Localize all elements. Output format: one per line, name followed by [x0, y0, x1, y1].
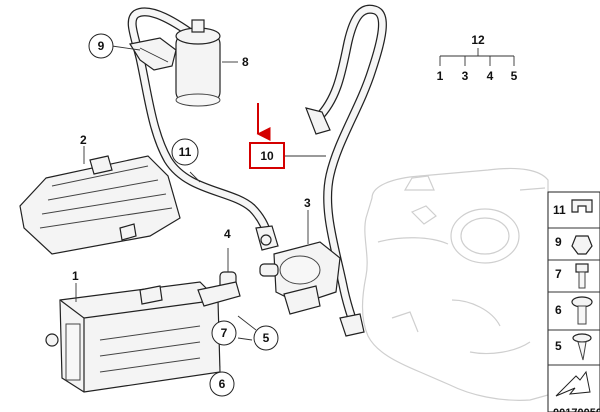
- heat-shield-2: [19, 155, 181, 255]
- hose-10: [305, 4, 387, 337]
- tree-child-label: 4: [487, 69, 494, 83]
- tree-child-label: 3: [462, 69, 469, 83]
- hose-filter-to-pump: [127, 7, 279, 251]
- diagram-code: 00170050: [553, 407, 600, 412]
- callout-5[interactable]: 5: [253, 325, 279, 351]
- leader-lines: [75, 45, 326, 374]
- fuel-tank-ghost: [361, 167, 549, 401]
- callout-5-label: 5: [263, 331, 270, 345]
- callout-11-label: 11: [179, 145, 192, 159]
- bolt-icon: [575, 263, 589, 273]
- callout-9-label: 9: [98, 39, 105, 53]
- screw-icon: [572, 333, 592, 343]
- legend-item-6[interactable]: 6: [555, 296, 593, 325]
- callout-7-label: 7: [221, 326, 228, 340]
- callout-2[interactable]: 2: [80, 133, 87, 147]
- callout-8[interactable]: 8: [242, 55, 249, 69]
- callout-1[interactable]: 1: [72, 269, 79, 283]
- legend-item-5[interactable]: 5: [555, 333, 592, 361]
- legend-item-label: 6: [555, 303, 562, 317]
- nut-icon: [571, 235, 593, 255]
- legend-item-7[interactable]: 7: [555, 263, 589, 289]
- callout-8-label: 8: [242, 55, 249, 69]
- legend-item-label: 7: [555, 267, 562, 281]
- legend-item-label: 11: [553, 203, 566, 217]
- callout-6[interactable]: 6: [209, 371, 235, 397]
- bracket-9: [129, 37, 177, 71]
- legend-item-9[interactable]: 9: [555, 235, 593, 255]
- tube-7: [197, 281, 241, 307]
- callout-7[interactable]: 7: [211, 320, 237, 346]
- callout-11[interactable]: 11: [171, 138, 199, 166]
- tree-child-label: 5: [511, 69, 518, 83]
- callout-6-label: 6: [219, 377, 226, 391]
- legend-panel: 11 9 7 6 5: [547, 191, 600, 412]
- legend-item-label: 9: [555, 235, 562, 249]
- callout-1-label: 1: [72, 269, 79, 283]
- assembly-tree: 12 1 3 4 5: [437, 33, 518, 83]
- clip-icon: [571, 199, 593, 213]
- callout-10[interactable]: 10: [249, 142, 285, 169]
- pump-3: [259, 241, 341, 315]
- callout-9[interactable]: 9: [88, 33, 114, 59]
- arrow-icon: [555, 370, 591, 397]
- callout-3-label: 3: [304, 196, 311, 210]
- callout-10-label: 10: [260, 149, 274, 163]
- callout-4[interactable]: 4: [224, 227, 231, 241]
- legend-item-label: 5: [555, 339, 562, 353]
- legend-item-11[interactable]: 11: [553, 199, 593, 217]
- canister-1: [45, 281, 221, 393]
- tree-child-label: 1: [437, 69, 444, 83]
- filter-8: [175, 19, 221, 107]
- tree-root-label: 12: [471, 33, 485, 47]
- callout-2-label: 2: [80, 133, 87, 147]
- callout-3[interactable]: 3: [304, 196, 311, 210]
- callout-4-label: 4: [224, 227, 231, 241]
